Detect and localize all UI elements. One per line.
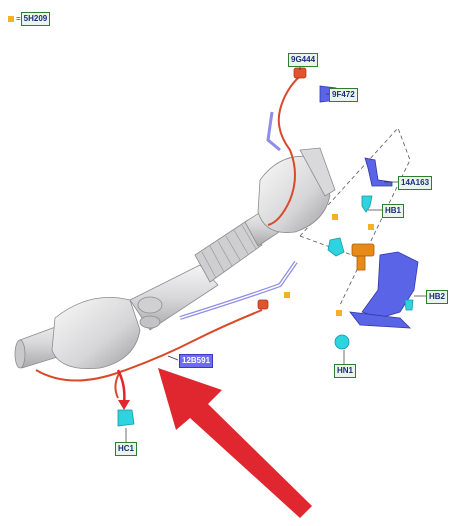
callout-9F472: 9F472 (329, 88, 358, 102)
rear-connector-icon (257, 299, 269, 310)
callout-12B591: 12B591 (179, 354, 214, 368)
marker-square-icon (8, 15, 14, 22)
marker-squares (284, 214, 374, 316)
exhaust-pipe (14, 147, 336, 369)
small-arrow-head (118, 400, 130, 410)
callout-HC1: HC1 (115, 442, 138, 456)
callout-HB2: HB2 (426, 290, 449, 304)
orange-sensor (351, 243, 375, 271)
pointer-arrow (158, 368, 312, 518)
callout-9G444: 9G444 (288, 53, 319, 67)
legend-equals: = (16, 14, 21, 23)
front-tube (266, 111, 281, 152)
cyan-fasteners (117, 195, 414, 427)
heat-shield-tube-highlight (179, 261, 297, 319)
legend: =5H209 (8, 12, 51, 26)
callout-14A163: 14A163 (398, 176, 433, 190)
legend-code: 5H209 (20, 12, 51, 26)
callout-HB1: HB1 (382, 204, 405, 218)
callout-HN1: HN1 (334, 364, 357, 378)
